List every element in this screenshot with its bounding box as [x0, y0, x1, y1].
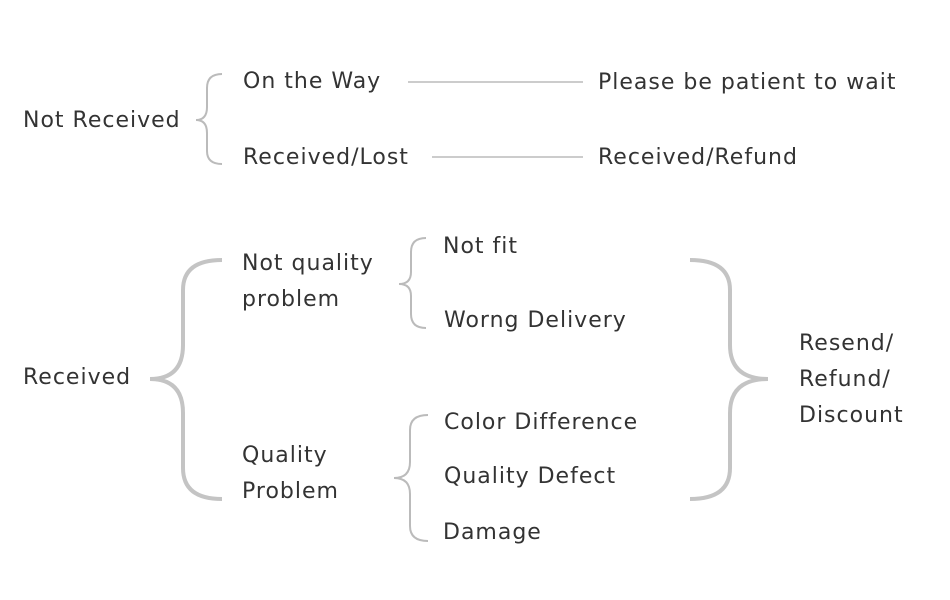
on-the-way-label: On the Way [243, 69, 382, 94]
quality-line2: Problem [242, 479, 339, 504]
not-quality-line1: Not quality [242, 251, 374, 276]
received-label: Received [23, 365, 132, 390]
received-lost-label: Received/Lost [243, 145, 409, 170]
brace-received [149, 258, 223, 501]
outcome-label: Resend/ Refund/ Discount [799, 326, 904, 434]
brace-not-received [195, 73, 223, 165]
color-difference-label: Color Difference [444, 410, 639, 435]
received-refund-label: Received/Refund [598, 145, 798, 170]
quality-line1: Quality [242, 443, 328, 468]
outcome-line3: Discount [799, 403, 904, 428]
please-wait-label: Please be patient to wait [598, 70, 897, 95]
damage-label: Damage [443, 520, 542, 545]
not-quality-problem-label: Not quality problem [242, 246, 374, 318]
brace-quality [393, 414, 429, 542]
brace-outcome [689, 258, 769, 501]
not-quality-line2: problem [242, 287, 341, 312]
outcome-line1: Resend/ [799, 331, 895, 356]
brace-not-quality [398, 237, 427, 329]
wrong-delivery-label: Worng Delivery [444, 308, 627, 333]
outcome-line2: Refund/ [799, 367, 891, 392]
quality-defect-label: Quality Defect [444, 464, 617, 489]
quality-problem-label: Quality Problem [242, 438, 339, 510]
not-received-label: Not Received [23, 108, 181, 133]
not-fit-label: Not fit [443, 234, 519, 259]
